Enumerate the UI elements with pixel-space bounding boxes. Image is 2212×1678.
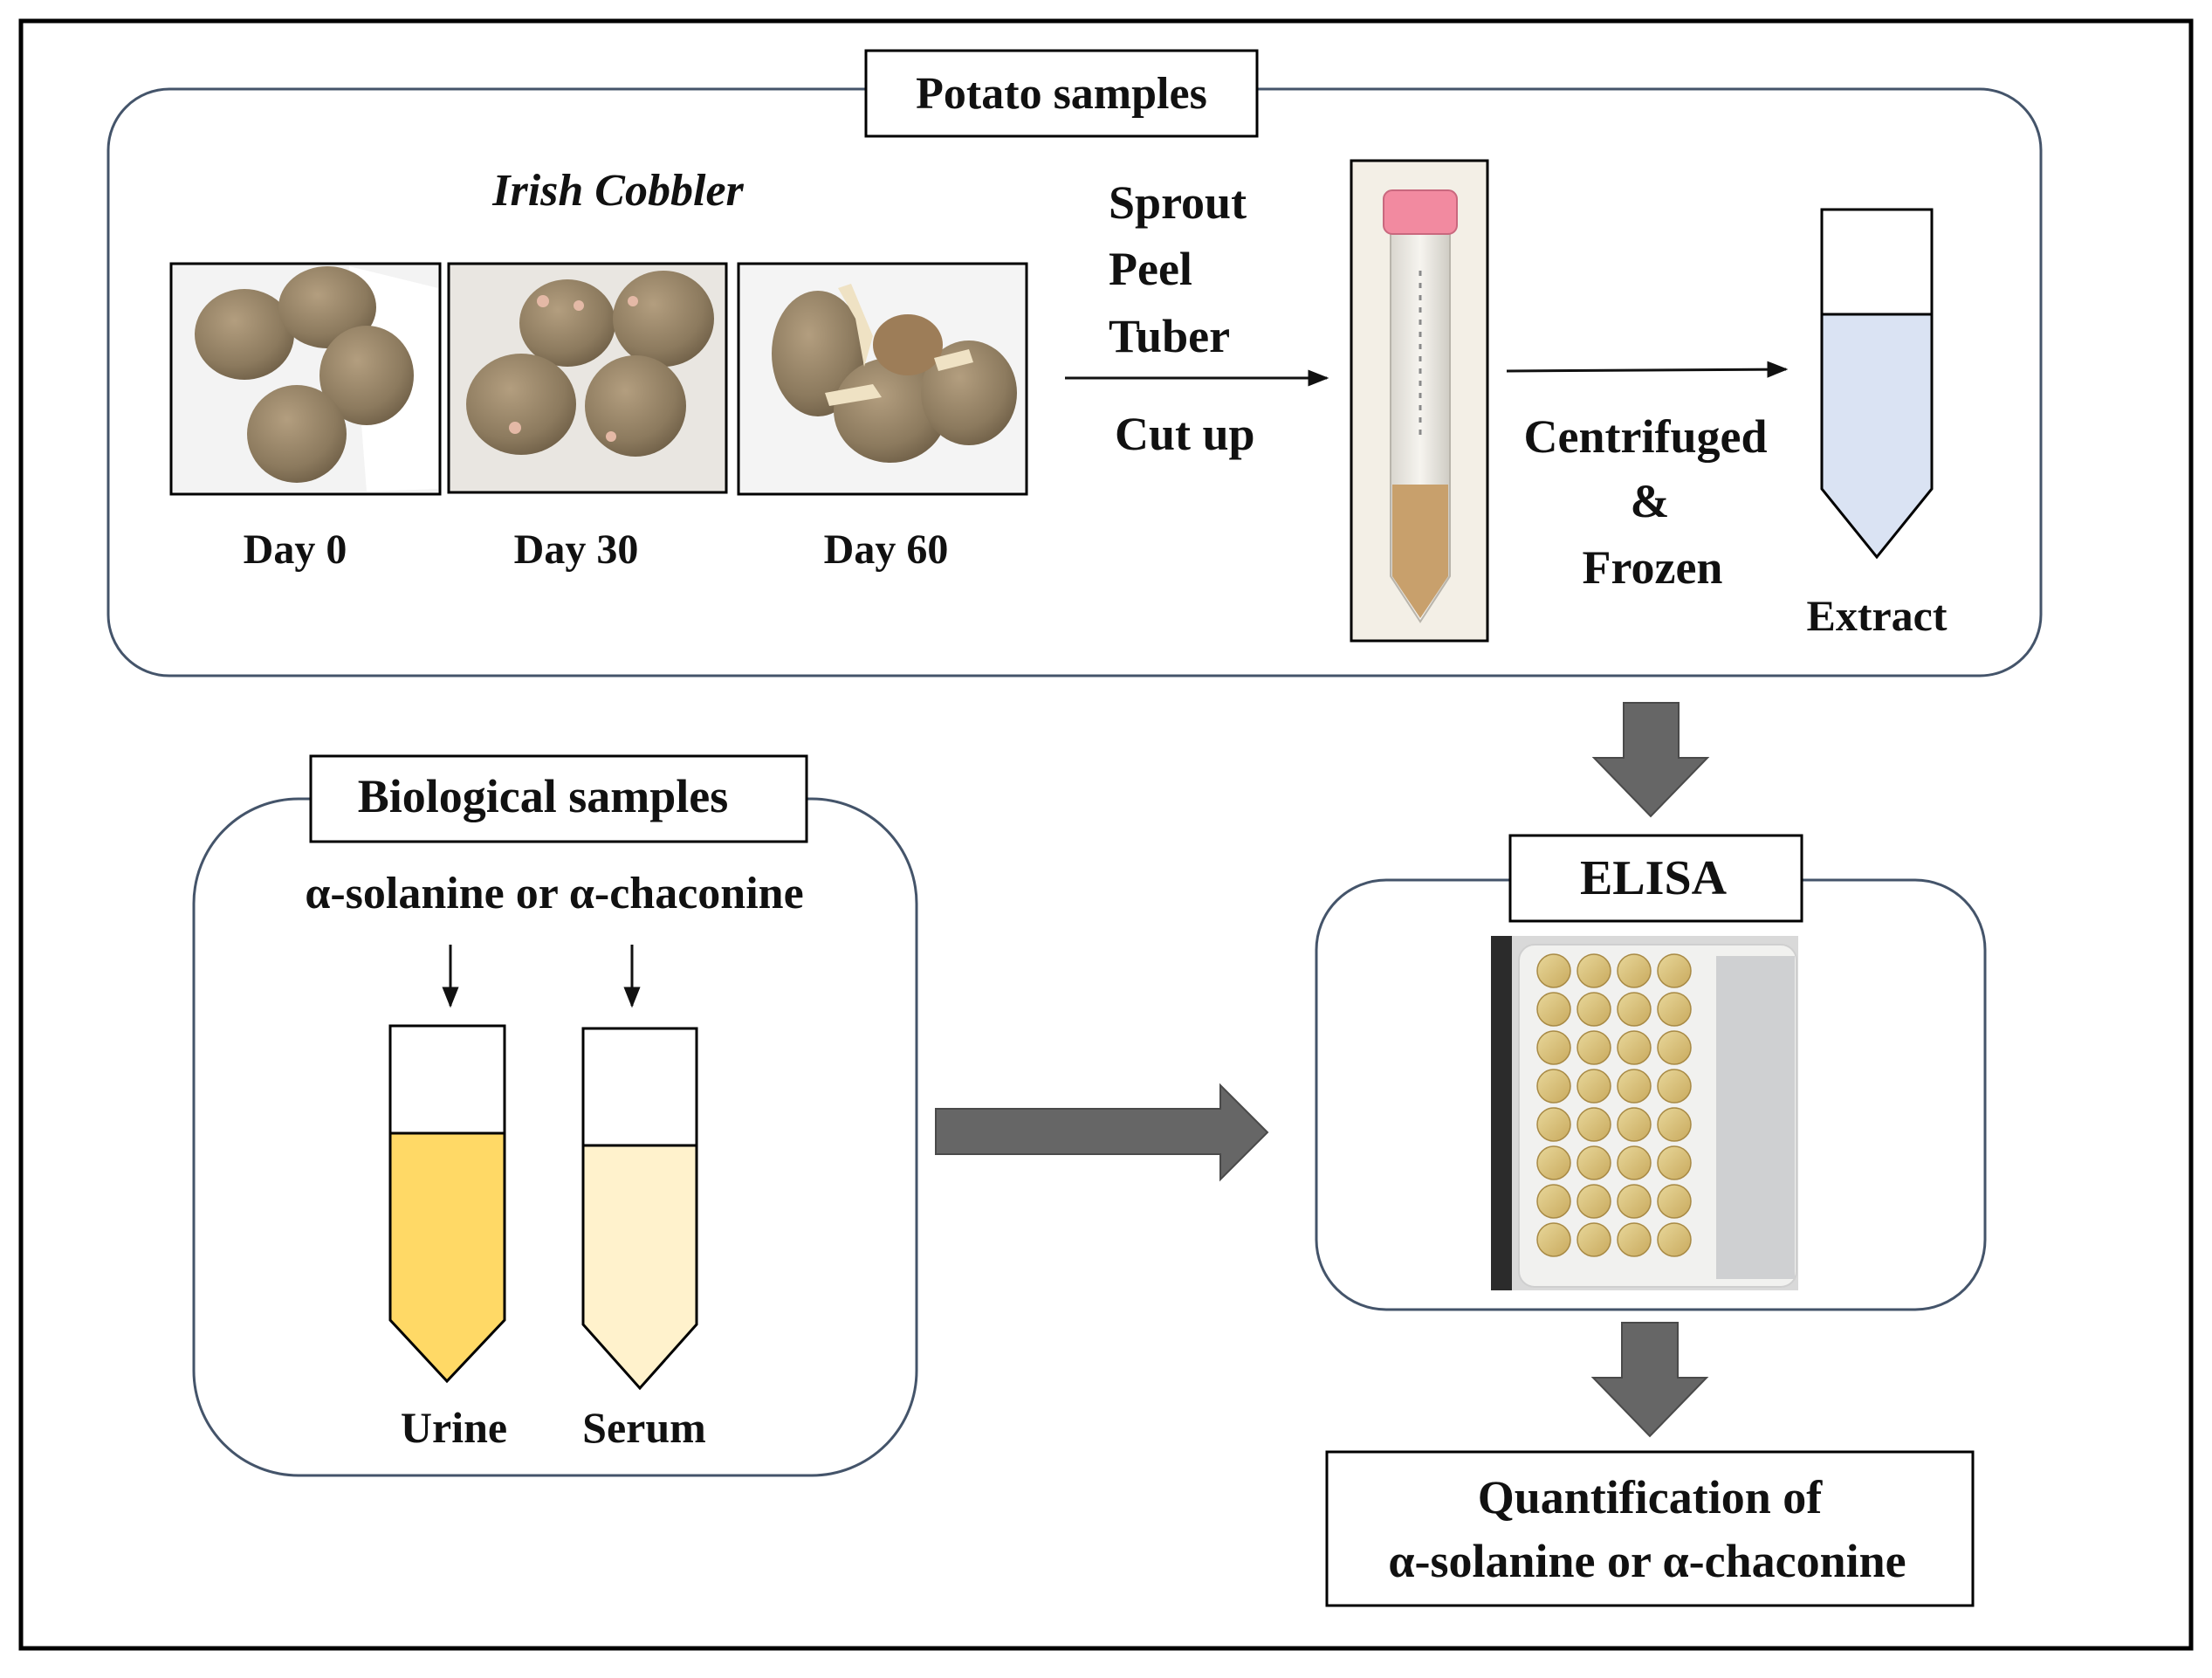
elisa-well <box>1577 1107 1611 1142</box>
elisa-well <box>1617 992 1652 1027</box>
process-line-centrifuged: Centrifuged <box>1524 410 1768 463</box>
block-arrow-to-elisa-right <box>935 1083 1269 1182</box>
elisa-well <box>1536 1184 1571 1219</box>
elisa-well <box>1536 992 1571 1027</box>
elisa-well <box>1536 1145 1571 1180</box>
photo-label-day-60: Day 60 <box>824 526 949 573</box>
extract-label: Extract <box>1806 591 1947 640</box>
elisa-well <box>1617 953 1652 988</box>
sample-tube-photo <box>1350 159 1489 643</box>
part-label-sprout: Sprout <box>1109 176 1247 229</box>
analyte-label: α-solanine or α-chaconine <box>305 869 803 918</box>
process-line-frozen: Frozen <box>1583 541 1723 594</box>
elisa-panel-title: ELISA <box>1580 851 1728 905</box>
result-box <box>1325 1450 1975 1607</box>
photo-day-30 <box>447 262 728 494</box>
elisa-title-box <box>1508 834 1803 923</box>
elisa-well <box>1657 1030 1692 1065</box>
elisa-well <box>1577 1145 1611 1180</box>
elisa-well <box>1617 1069 1652 1104</box>
elisa-well <box>1617 1222 1652 1257</box>
elisa-well <box>1617 1107 1652 1142</box>
result-line-2: α-solanine or α-chaconine <box>1388 1535 1906 1587</box>
extract-tube <box>1820 208 1934 560</box>
outer-frame <box>18 18 2194 1651</box>
potato-title-box <box>864 49 1259 138</box>
elisa-well <box>1577 1222 1611 1257</box>
bio-panel-title: Biological samples <box>358 770 729 822</box>
variety-label: Irish Cobbler <box>491 166 744 216</box>
elisa-well <box>1577 1184 1611 1219</box>
photo-label-day-30: Day 30 <box>514 526 639 573</box>
bio-title-box <box>309 754 808 843</box>
elisa-well <box>1536 1107 1571 1142</box>
photo-day-60 <box>737 262 1028 496</box>
elisa-well <box>1577 1069 1611 1104</box>
photo-label-day-0: Day 0 <box>244 526 347 573</box>
block-arrow-to-result <box>1590 1322 1709 1438</box>
elisa-well <box>1657 992 1692 1027</box>
photo-day-0 <box>169 262 442 496</box>
elisa-well <box>1536 1030 1571 1065</box>
urine-label: Urine <box>401 1403 507 1452</box>
elisa-well <box>1577 992 1611 1027</box>
elisa-well <box>1617 1145 1652 1180</box>
part-label-peel: Peel <box>1109 243 1192 295</box>
serum-label: Serum <box>582 1403 706 1452</box>
elisa-well <box>1617 1030 1652 1065</box>
elisa-well <box>1536 1222 1571 1257</box>
elisa-well <box>1657 1107 1692 1142</box>
potato-panel-title: Potato samples <box>916 69 1207 119</box>
elisa-well <box>1657 1222 1692 1257</box>
elisa-well <box>1657 953 1692 988</box>
elisa-plate-photo <box>1491 936 1798 1290</box>
elisa-well <box>1536 1069 1571 1104</box>
serum-tube <box>581 1027 698 1391</box>
elisa-well <box>1617 1184 1652 1219</box>
part-label-tuber: Tuber <box>1109 310 1230 362</box>
cut-up-label: Cut up <box>1115 408 1255 460</box>
elisa-well <box>1657 1069 1692 1104</box>
urine-tube <box>388 1024 506 1384</box>
block-arrow-to-elisa <box>1591 702 1710 818</box>
elisa-well <box>1657 1184 1692 1219</box>
elisa-well <box>1536 953 1571 988</box>
elisa-well <box>1577 1030 1611 1065</box>
elisa-well <box>1657 1145 1692 1180</box>
centrifuge-arrow <box>1506 361 1789 378</box>
result-line-1: Quantification of <box>1478 1471 1824 1523</box>
process-line-ampersand: & <box>1631 475 1670 527</box>
elisa-well <box>1577 953 1611 988</box>
